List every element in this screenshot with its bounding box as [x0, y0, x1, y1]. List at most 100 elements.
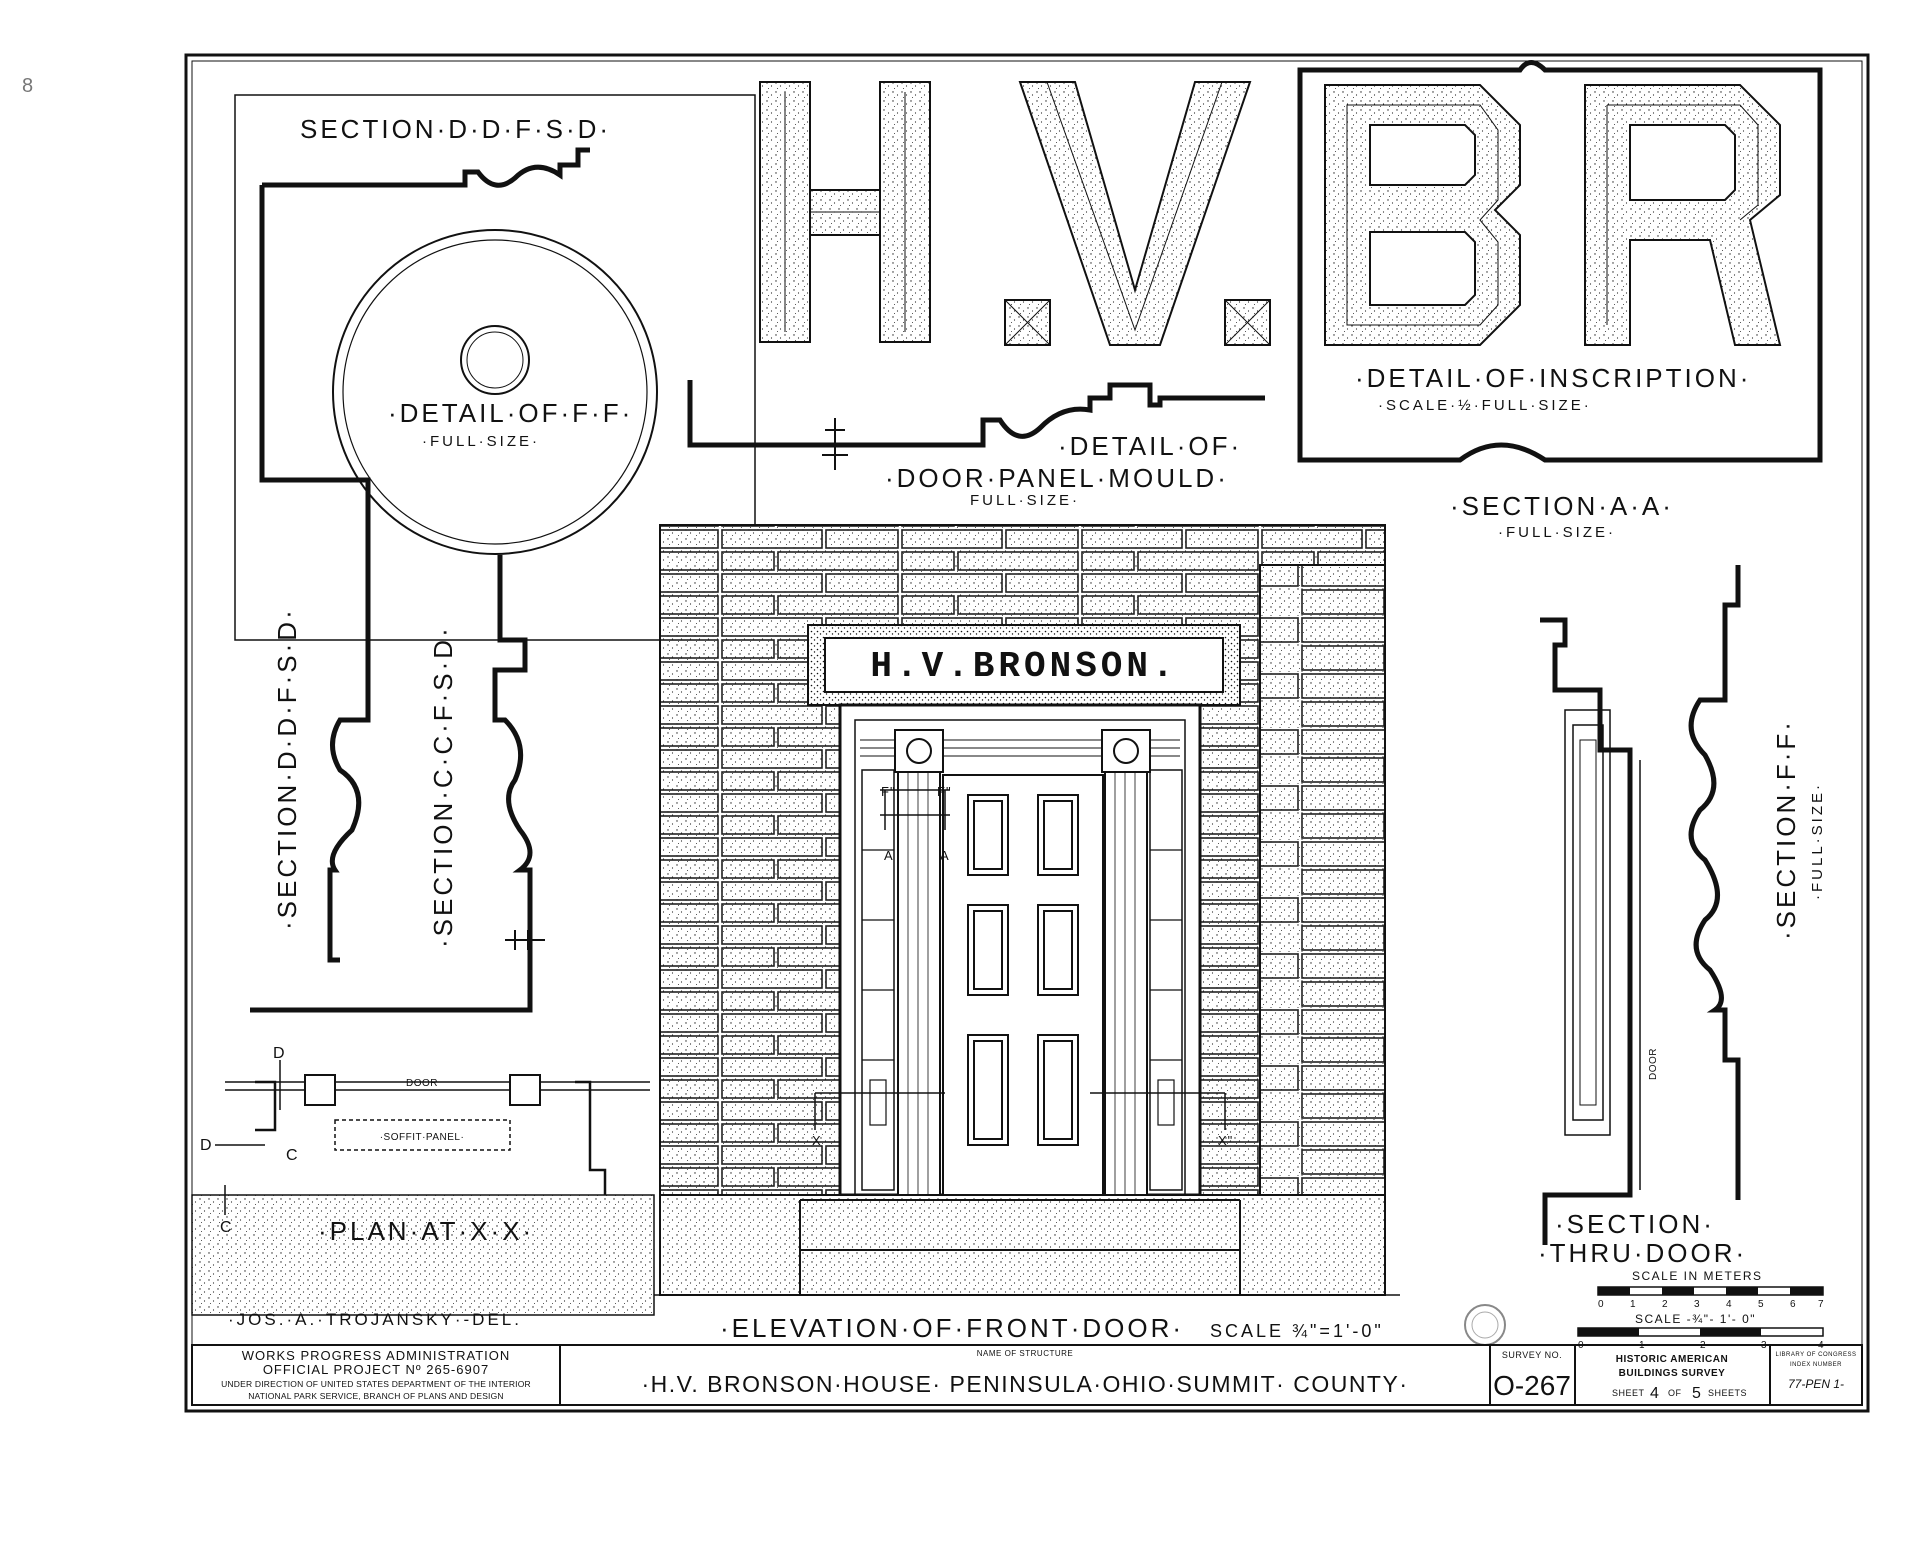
sheet-suffix: SHEETS: [1708, 1388, 1747, 1398]
letter-v: [1018, 81, 1252, 346]
plan-title: ·PLAN·AT·X·X·: [318, 1216, 534, 1246]
meter-tick-0: 0: [1598, 1299, 1604, 1310]
sidelight-right: [1149, 769, 1183, 1191]
nameplate-text: H.V.BRONSON.: [870, 646, 1177, 687]
section-thru-door-title-2: ·THRU·DOOR·: [1538, 1238, 1747, 1268]
wpa-line-1: WORKS PROGRESS ADMINISTRATION: [242, 1348, 511, 1363]
marker-d1: D: [273, 1045, 286, 1062]
plan-floor: [191, 1194, 655, 1316]
marker-x1: X: [812, 1133, 822, 1148]
soffit-panel-label: ·SOFFIT·PANEL·: [380, 1132, 465, 1143]
detail-ff-scale: ·FULL·SIZE·: [422, 433, 540, 450]
loc-index-caption: INDEX NUMBER: [1790, 1362, 1842, 1368]
ff-outer-ring: [332, 229, 658, 555]
door-steps: [659, 1194, 1386, 1296]
loc-index-number: 77-PEN 1-: [1788, 1377, 1844, 1391]
rosette-left-icon: [906, 738, 932, 764]
wpa-line-2: OFFICIAL PROJECT Nº 265-6907: [263, 1362, 489, 1377]
meter-tick-7: 7: [1818, 1299, 1824, 1310]
section-ff-profile: [1688, 565, 1741, 1200]
marker-x2: X": [1218, 1133, 1233, 1148]
sheet-number: 4: [1650, 1385, 1659, 1402]
scale-feet-label: SCALE -¾"- 1'- 0": [1635, 1312, 1756, 1326]
section-cc-vertical-profile: [250, 555, 533, 1013]
letter-h: [759, 81, 931, 343]
inscription-group: ·DETAIL·OF· ·DOOR·PANEL·MOULD· FULL·SIZE…: [687, 60, 1823, 509]
marker-f1: F": [881, 784, 896, 799]
section-thru-door-title-1: ·SECTION·: [1555, 1209, 1715, 1239]
door-leaf: [942, 774, 1104, 1196]
sidelight-left: [861, 769, 895, 1191]
marker-a2: A: [940, 848, 950, 863]
soffit-panel-outline: [334, 1119, 511, 1151]
nameplate-panel: [824, 637, 1224, 693]
rosette-right-icon: [1113, 738, 1139, 764]
section-cc-vertical-title: ·SECTION·C·C·F·S·D·: [428, 625, 458, 948]
section-cc-break: [505, 930, 545, 950]
section-aa-title: ·SECTION·A·A·: [1450, 491, 1674, 521]
marker-d2: D: [200, 1137, 213, 1154]
survey-caption: SURVEY NO.: [1502, 1350, 1562, 1360]
door-panels: [967, 794, 1079, 1146]
door-panel-mould-profile: [687, 380, 1265, 448]
wpa-line-4: NATIONAL PARK SERVICE, BRANCH OF PLANS A…: [248, 1391, 504, 1401]
inscription-frame: [1297, 60, 1823, 463]
plan-group: ·SOFFIT·PANEL· DOOR D D C C ·PLAN·AT·X·X…: [191, 1045, 655, 1329]
habs-line-2: BUILDINGS SURVEY: [1619, 1368, 1726, 1379]
meter-tick-4: 4: [1726, 1299, 1732, 1310]
scale-bars: SCALE IN METERS 0 1 2 3 4 5 6 7 SCALE -¾…: [1464, 1269, 1824, 1351]
door-panel-mould-title-1: ·DETAIL·OF·: [1058, 431, 1242, 461]
delineator: ·JOS.·A.·TROJANSKY·-DEL.: [228, 1310, 522, 1329]
survey-number: O-267: [1493, 1370, 1571, 1401]
meter-tick-3: 3: [1694, 1299, 1700, 1310]
elevation-group: H.V.BRONSON. F" F" A A: [640, 524, 1400, 1343]
section-thru-door-profile: [1540, 617, 1633, 1245]
sheet-label: SHEET: [1612, 1388, 1645, 1398]
door-vertical-label: DOOR: [1648, 1048, 1659, 1080]
marker-f2: F": [937, 784, 952, 799]
door-panel-mould-break: [822, 418, 848, 470]
library-stamp-icon: [1464, 1304, 1506, 1346]
structure-name: ·H.V. BRONSON·HOUSE· PENINSULA·OHIO·SUMM…: [642, 1371, 1409, 1397]
sheet-total: 5: [1692, 1385, 1701, 1402]
title-block: WORKS PROGRESS ADMINISTRATION OFFICIAL P…: [191, 1344, 1863, 1406]
detail-ff-group: SECTION·D·D·F·S·D· ·DETAIL·OF·F·F· ·FULL…: [234, 94, 756, 1013]
section-dd-top-profile: [262, 147, 590, 188]
detail-inscription-title: ·DETAIL·OF·INSCRIPTION·: [1355, 363, 1751, 393]
section-aa-scale: ·FULL·SIZE·: [1498, 524, 1616, 541]
section-dd-top-title: SECTION·D·D·F·S·D·: [300, 114, 611, 144]
marker-a1: A: [884, 848, 894, 863]
ff-boss-inner: [466, 331, 524, 389]
letter-b: [1324, 84, 1521, 346]
elevation-scale: SCALE ¾"=1'-0": [1210, 1321, 1384, 1341]
pilaster-left: [897, 764, 941, 1196]
door-panel-mould-scale: FULL·SIZE·: [970, 492, 1080, 509]
period-2: [1224, 299, 1271, 346]
meter-tick-1: 1: [1630, 1299, 1636, 1310]
marker-c1: C: [286, 1147, 299, 1164]
ff-inner-ring: [342, 239, 648, 545]
pilaster-right: [1104, 764, 1148, 1196]
elevation-title: ·ELEVATION·OF·FRONT·DOOR·: [720, 1313, 1184, 1343]
meter-tick-5: 5: [1758, 1299, 1764, 1310]
section-ff-group: ·SECTION·F·F· ·FULL·SIZE·: [1688, 565, 1826, 1200]
sheet-of: OF: [1668, 1388, 1682, 1398]
quoin-column: [1259, 564, 1386, 1196]
wpa-line-3: UNDER DIRECTION OF UNITED STATES DEPARTM…: [221, 1379, 531, 1389]
ff-boss-outer: [460, 325, 530, 395]
marker-c2: C: [220, 1219, 233, 1236]
section-ff-scale: ·FULL·SIZE·: [1809, 782, 1826, 900]
meter-tick-2: 2: [1662, 1299, 1668, 1310]
detail-ff-title: ·DETAIL·OF·F·F·: [388, 398, 633, 428]
plan-door-label: DOOR: [406, 1078, 438, 1089]
meter-tick-6: 6: [1790, 1299, 1796, 1310]
door-panel-mould-title-2: ·DOOR·PANEL·MOULD·: [885, 463, 1229, 493]
scale-meters-label: SCALE IN METERS: [1632, 1269, 1763, 1283]
period-1: [1004, 299, 1051, 346]
section-dd-vertical-title: ·SECTION·D·D·F·S·D·: [272, 607, 302, 930]
loc-caption: LIBRARY OF CONGRESS: [1776, 1352, 1857, 1358]
habs-line-1: HISTORIC AMERICAN: [1616, 1354, 1728, 1365]
detail-inscription-scale: ·SCALE·½·FULL·SIZE·: [1378, 397, 1592, 414]
section-thru-door-group: DOOR ·SECTION· ·THRU·DOOR·: [1538, 617, 1747, 1268]
